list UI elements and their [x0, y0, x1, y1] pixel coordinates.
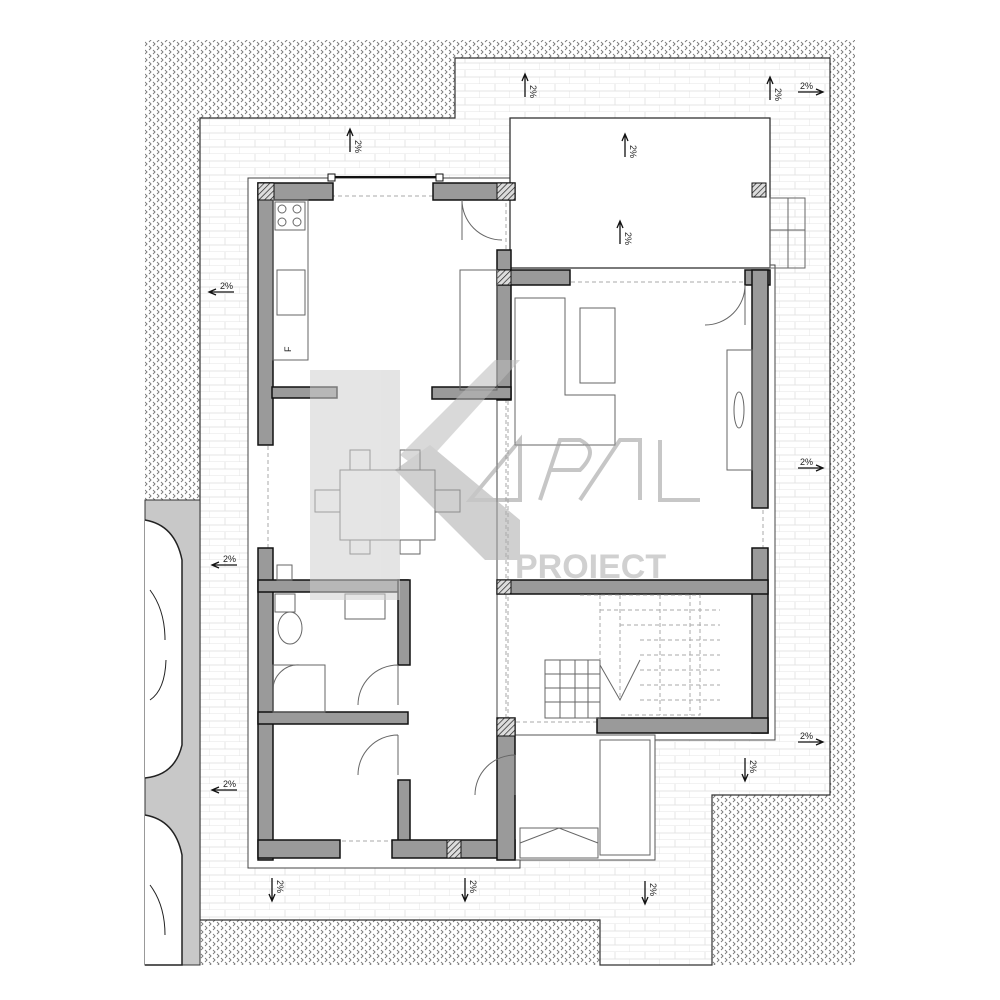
- arrow-icon: [268, 878, 276, 903]
- slope-markers: 2% 2% 2% 2% 2% 2% 2% 2% 2% 2% 2% 2% 2% 2% 2%: [207, 72, 825, 906]
- bathroom-fixtures: [272, 564, 386, 713]
- arrow-icon: [641, 881, 649, 906]
- arrow-icon: [207, 288, 234, 296]
- slope-label: 2%: [748, 760, 758, 773]
- entrance-porch: [514, 734, 656, 861]
- car-icon: [144, 814, 183, 966]
- slope-marker: 2%: [741, 758, 758, 783]
- arrow-icon: [521, 72, 529, 97]
- arrow-icon: [461, 878, 469, 903]
- kitchen-counter: F: [272, 199, 309, 361]
- stove-icon: [274, 201, 306, 231]
- parking-strip: [144, 499, 201, 966]
- doors: [357, 199, 746, 796]
- arrow-icon: [210, 786, 237, 794]
- slope-marker: 2%: [798, 457, 825, 472]
- slope-label: 2%: [223, 779, 236, 789]
- slope-label: 2%: [623, 232, 633, 245]
- arrow-icon: [210, 561, 237, 569]
- slope-label: 2%: [220, 281, 233, 291]
- slope-label: 2%: [223, 554, 236, 564]
- slope-label: 2%: [528, 85, 538, 98]
- slope-marker: 2%: [210, 554, 237, 569]
- slope-marker: 2%: [268, 878, 285, 903]
- slope-label: 2%: [468, 880, 478, 893]
- stairs: [544, 594, 720, 719]
- slope-label: 2%: [773, 88, 783, 101]
- arrow-icon: [741, 758, 749, 783]
- slope-label: 2%: [800, 81, 813, 91]
- arrow-icon: [346, 127, 354, 152]
- slope-marker: 2%: [641, 881, 658, 906]
- slope-label: 2%: [648, 883, 658, 896]
- sink-icon: [276, 269, 306, 316]
- arrow-icon: [798, 738, 825, 746]
- arrow-icon: [766, 75, 774, 100]
- slope-marker: 2%: [461, 878, 478, 903]
- slope-marker: 2%: [798, 81, 825, 96]
- slope-marker: 2%: [798, 731, 825, 746]
- slope-marker: 2%: [346, 127, 363, 153]
- terrace: [509, 117, 771, 269]
- arrow-icon: [621, 132, 629, 157]
- ramp: [599, 739, 651, 856]
- slope-label: 2%: [628, 145, 638, 158]
- slope-label: 2%: [353, 140, 363, 153]
- slope-marker: 2%: [616, 219, 633, 245]
- watermark-subtitle: PROIECT: [515, 548, 666, 586]
- slope-label: 2%: [275, 880, 285, 893]
- columns: [257, 182, 767, 859]
- slope-label: 2%: [800, 731, 813, 741]
- watermark-logo: PROIECT: [310, 360, 700, 600]
- terrace-steps: [769, 197, 806, 269]
- slope-marker: 2%: [766, 75, 783, 101]
- windows: [327, 173, 444, 182]
- slope-marker: 2%: [621, 132, 638, 158]
- slope-marker: 2%: [207, 281, 234, 296]
- arrow-icon: [798, 464, 825, 472]
- fridge-label: F: [283, 346, 293, 352]
- car-icon: [144, 519, 183, 779]
- slope-marker: 2%: [210, 779, 237, 794]
- slope-marker: 2%: [521, 72, 538, 98]
- arrow-icon: [798, 88, 825, 96]
- arrow-icon: [616, 219, 624, 244]
- slope-label: 2%: [800, 457, 813, 467]
- entrance-steps: [519, 827, 599, 859]
